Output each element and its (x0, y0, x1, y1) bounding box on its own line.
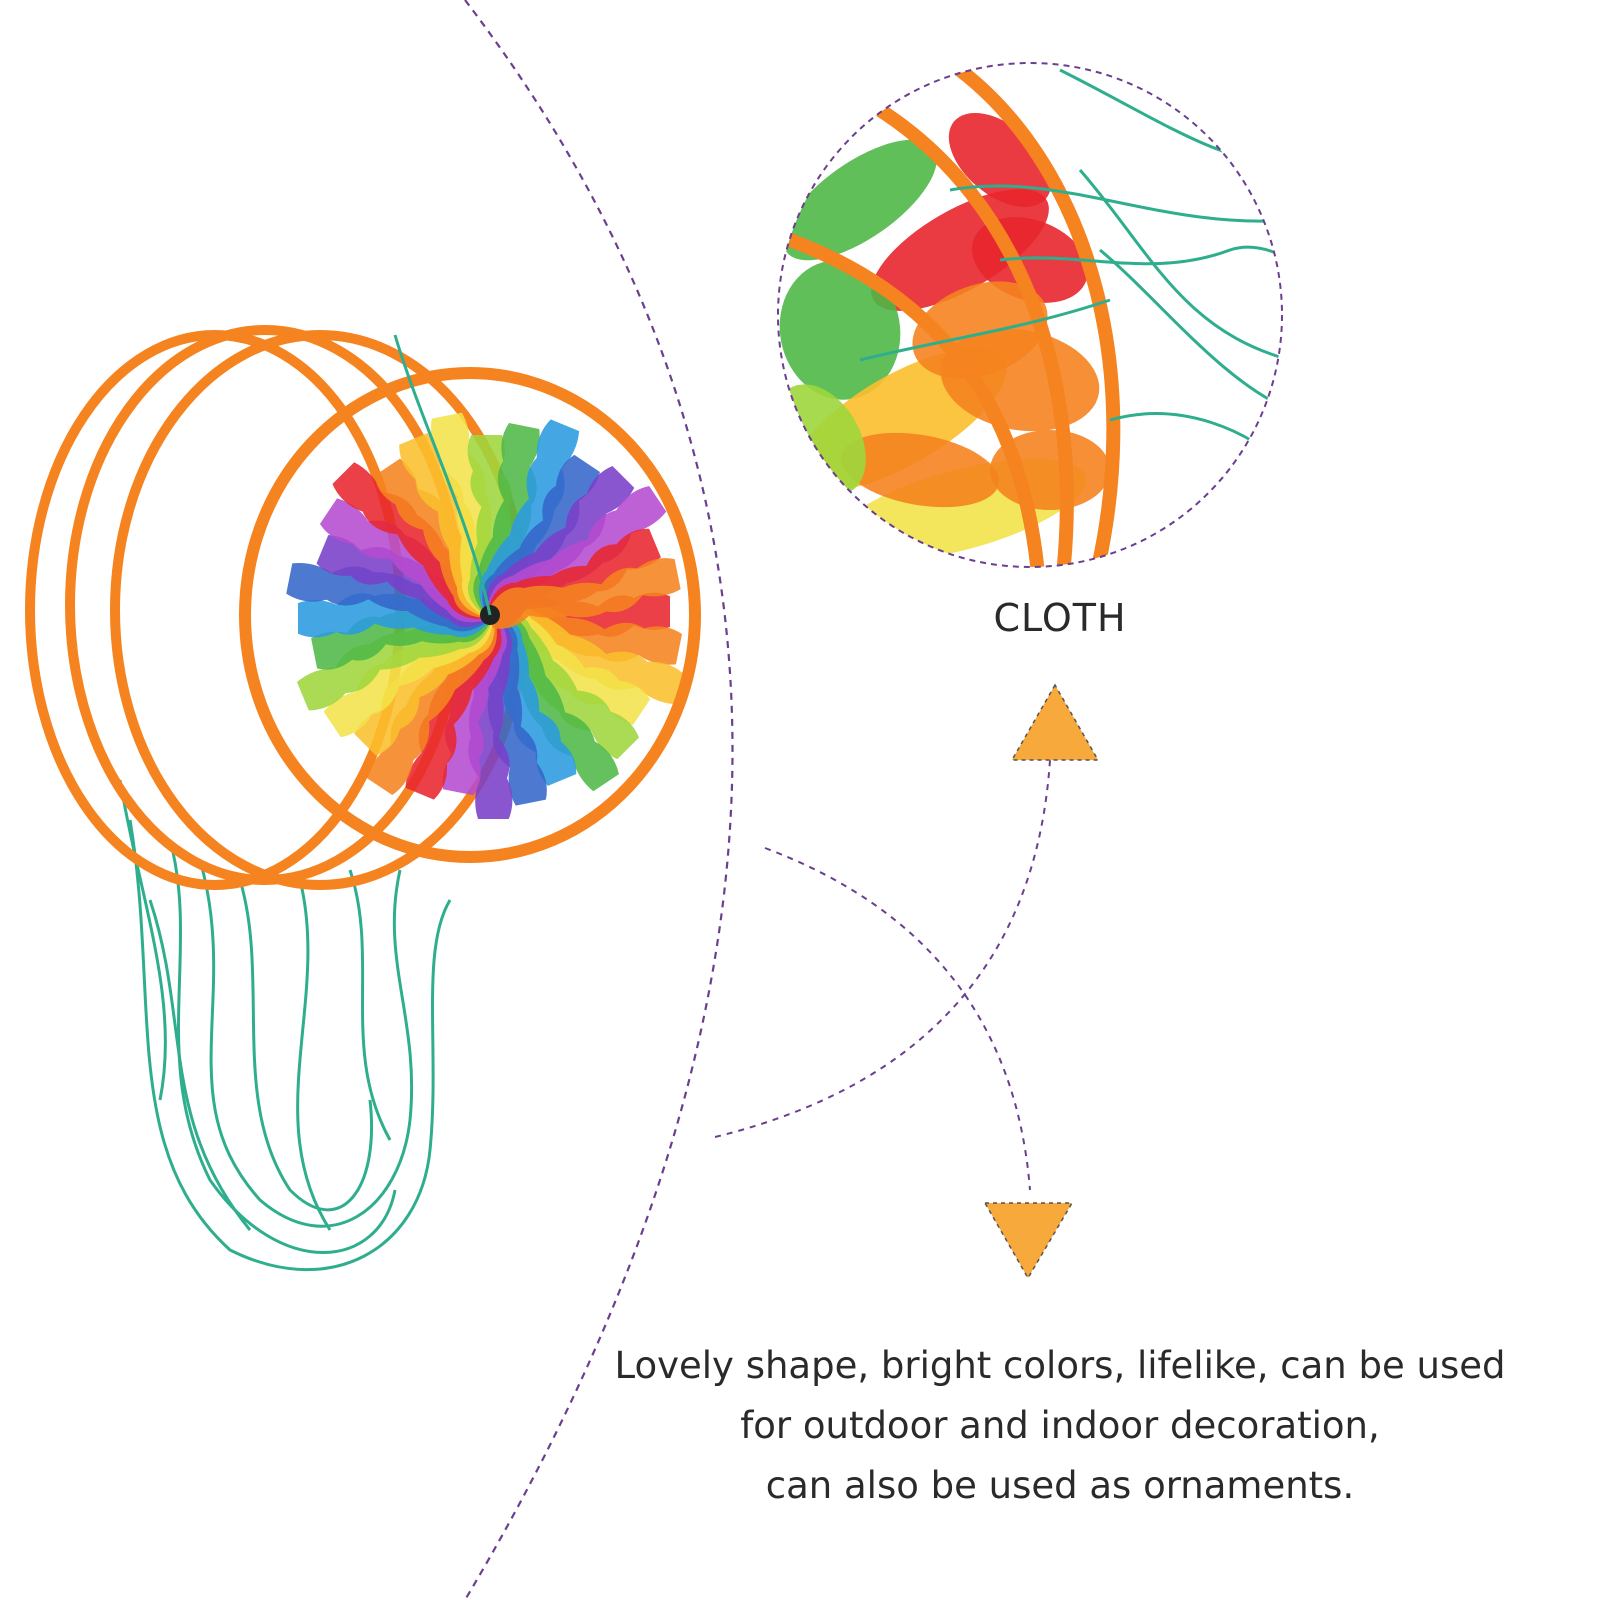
dashed-divider-arc (464, 0, 734, 1600)
triangle-up-icon (1010, 683, 1100, 761)
detail-label: CLOTH (993, 596, 1127, 640)
dashed-connector-to-text (764, 847, 1031, 1191)
pinwheel-product-image (25, 325, 701, 1272)
cloth-detail-zoom (777, 62, 1283, 568)
description-line: Lovely shape, bright colors, lifelike, c… (614, 1344, 1506, 1387)
description-line: for outdoor and indoor decoration, (740, 1404, 1380, 1447)
description-text: Lovely shape, bright colors, lifelike, c… (600, 1336, 1520, 1516)
description-line: can also be used as ornaments. (765, 1464, 1355, 1507)
triangle-down-icon (983, 1202, 1074, 1280)
dashed-connector-to-detail (714, 759, 1051, 1138)
